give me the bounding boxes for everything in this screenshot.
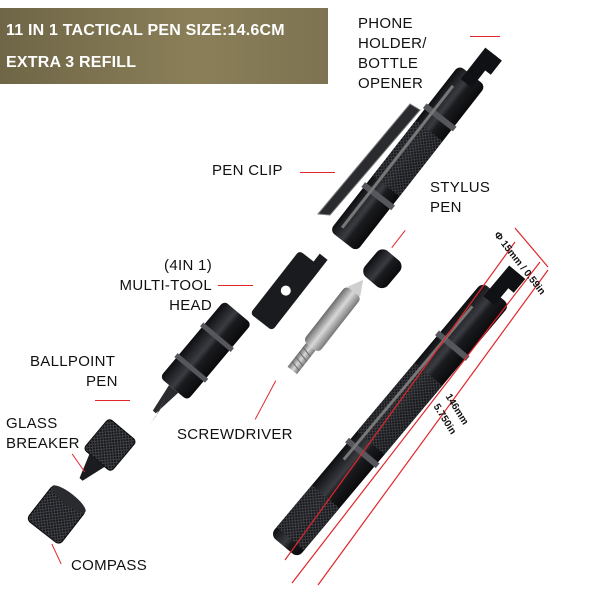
screwdriver-icon xyxy=(287,279,364,375)
label-compass: COMPASS xyxy=(71,557,148,574)
label-screwdriver: SCREWDRIVER xyxy=(177,426,293,443)
label-stylus-pen: STYLUS PEN xyxy=(430,179,491,216)
pen-body-upper xyxy=(332,47,502,250)
label-glass-breaker: GLASS BREAKER xyxy=(6,415,80,452)
compass-cap-icon xyxy=(27,485,86,544)
leader-pen-clip xyxy=(300,172,335,173)
label-multi-tool: (4IN 1) MULTI-TOOL HEAD xyxy=(119,257,212,314)
banner-title: 11 IN 1 TACTICAL PEN SIZE:14.6CM xyxy=(6,22,285,39)
banner-subtitle: EXTRA 3 REFILL xyxy=(6,54,137,71)
title-banner: 11 IN 1 TACTICAL PEN SIZE:14.6CM EXTRA 3… xyxy=(0,8,328,84)
pen-barrel-lower xyxy=(152,302,250,414)
label-phone-holder: PHONE HOLDER/ BOTTLE OPENER xyxy=(358,15,427,92)
leader-phone-holder xyxy=(470,36,500,37)
leader-ballpoint xyxy=(95,400,130,401)
leader-multi-tool xyxy=(218,285,253,286)
glass-breaker-icon xyxy=(79,419,136,481)
multi-tool-head-icon xyxy=(251,252,328,330)
pen-clip-icon xyxy=(316,103,421,216)
label-ballpoint: BALLPOINT PEN xyxy=(30,353,118,390)
stylus-cap-icon xyxy=(363,249,402,289)
label-pen-clip: PEN CLIP xyxy=(212,162,283,179)
pen-assembled xyxy=(273,265,526,556)
dimension-lines xyxy=(284,227,549,586)
